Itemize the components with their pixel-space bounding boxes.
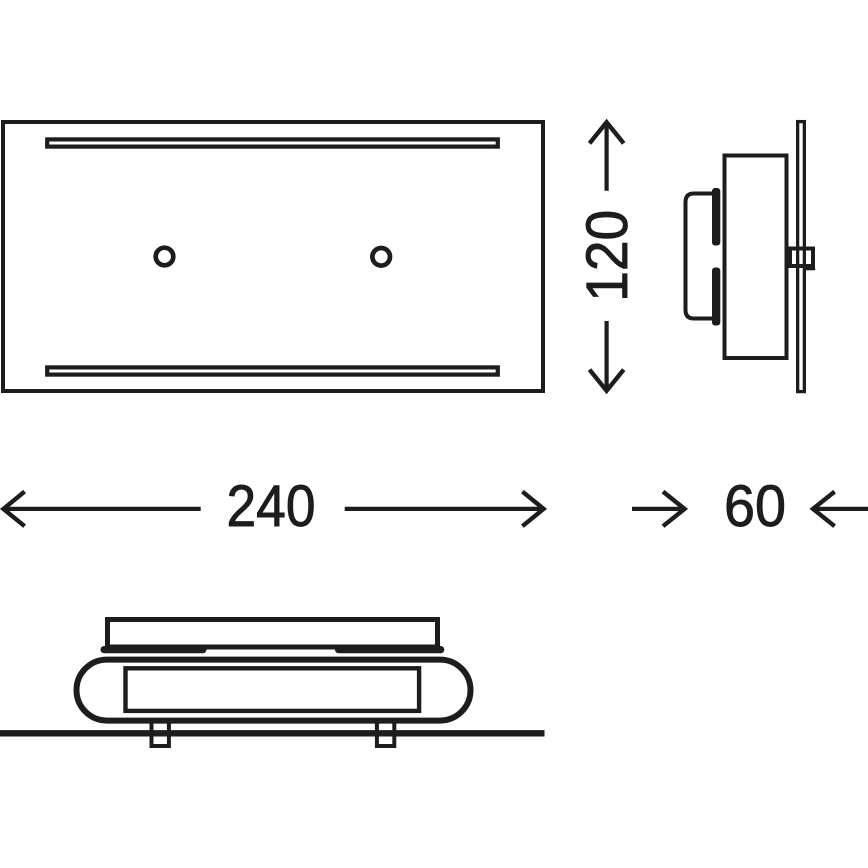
svg-text:240: 240 — [227, 474, 316, 539]
svg-text:120: 120 — [575, 210, 640, 302]
svg-text:60: 60 — [724, 474, 786, 539]
